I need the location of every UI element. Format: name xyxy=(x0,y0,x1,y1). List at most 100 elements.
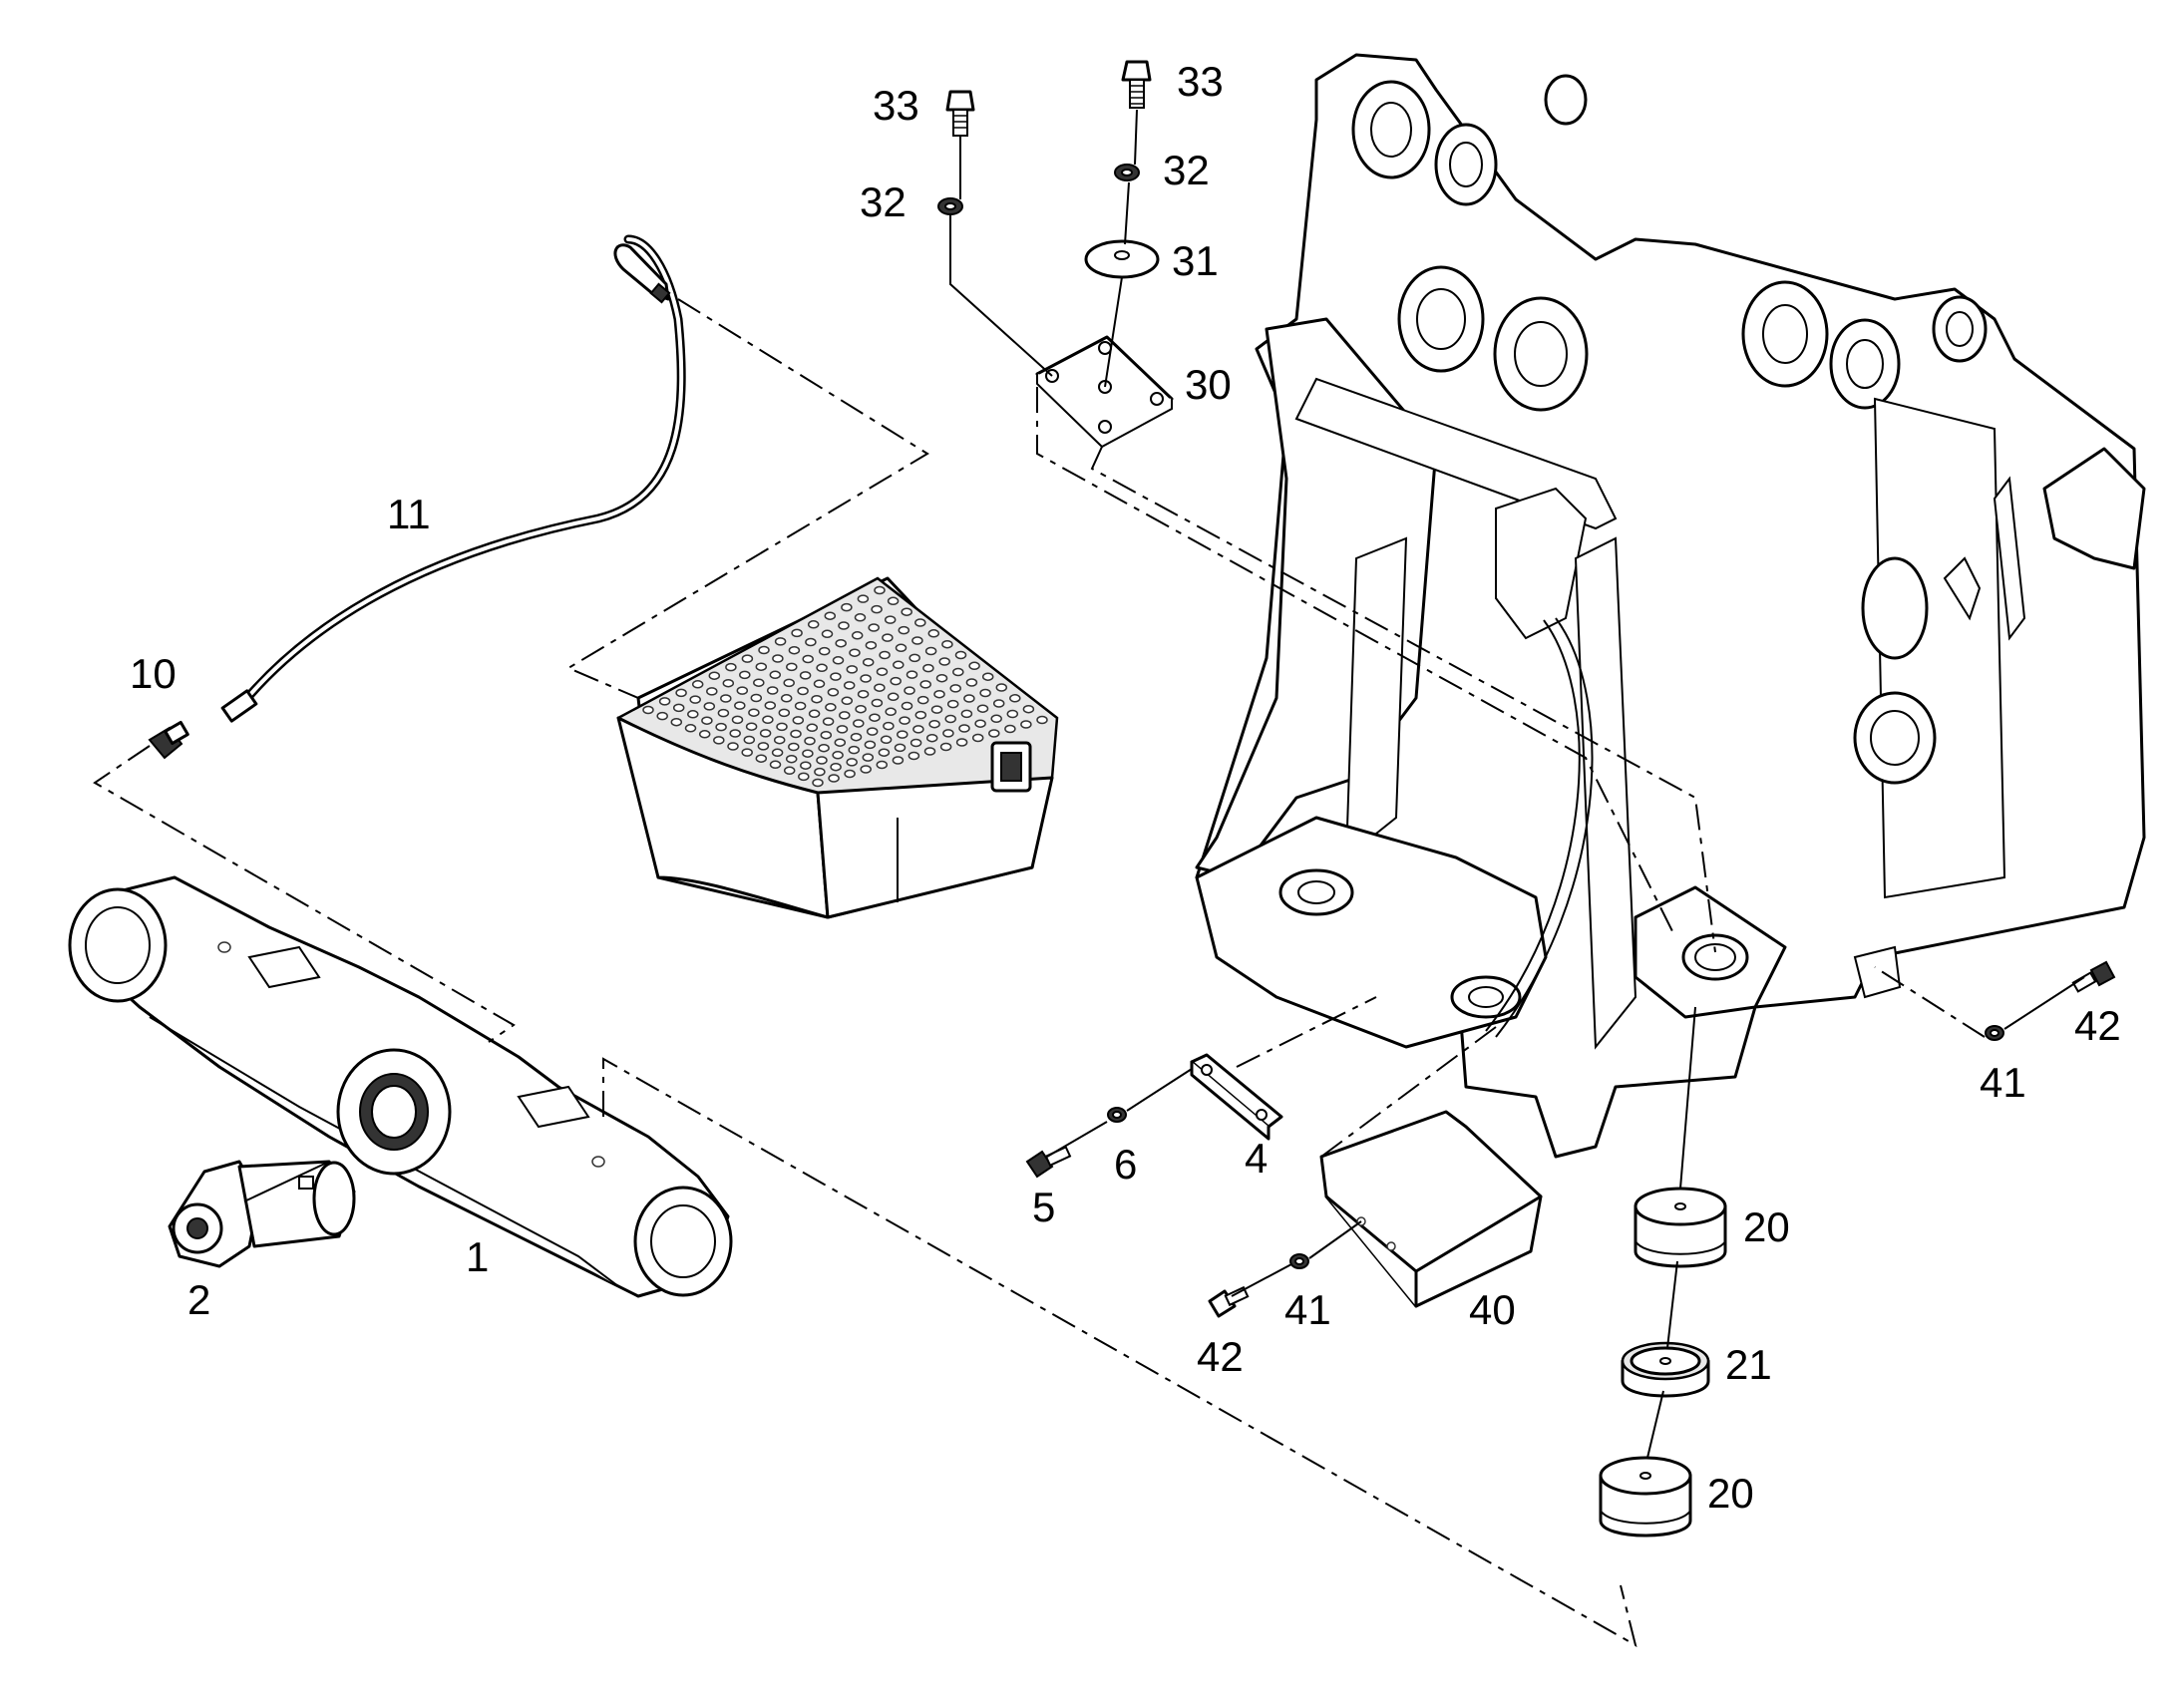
callout-31: 31 xyxy=(1172,237,1219,284)
tread-dot xyxy=(822,717,835,726)
tread-dot xyxy=(816,756,828,765)
tread-dot xyxy=(938,657,950,666)
tread-dot xyxy=(753,678,765,687)
tread-dot xyxy=(981,672,994,681)
tread-dot xyxy=(880,735,893,745)
tread-dot xyxy=(780,694,793,703)
tread-dot xyxy=(916,695,929,705)
tread-dot xyxy=(866,727,879,736)
tread-dot xyxy=(862,753,875,762)
tread-dot xyxy=(923,747,936,756)
tread-dot xyxy=(755,662,768,671)
tread-dot xyxy=(808,709,821,719)
tread-dot xyxy=(734,701,746,710)
tread-dot xyxy=(794,701,807,711)
tread-dot xyxy=(954,650,967,660)
tread-dot xyxy=(818,743,830,753)
tread-dot xyxy=(656,711,668,721)
tread-dot xyxy=(806,723,819,733)
tread-dot xyxy=(885,707,897,717)
tread-dot xyxy=(762,715,774,725)
tread-dot xyxy=(811,694,823,704)
bolt-42-right xyxy=(2071,960,2116,993)
tread-dot xyxy=(841,696,854,706)
bolt-33-right xyxy=(1121,60,1152,109)
tread-dot xyxy=(743,735,756,745)
tread-dot xyxy=(834,738,847,747)
tread-dot xyxy=(739,670,751,680)
tread-dot xyxy=(928,719,940,729)
tread-dot xyxy=(783,678,795,688)
callout-5: 5 xyxy=(1032,1184,1055,1230)
tread-dot xyxy=(860,765,872,774)
tread-dot xyxy=(846,758,858,767)
main-frame xyxy=(1195,53,2146,1159)
tread-dot xyxy=(708,671,721,680)
tread-dot xyxy=(955,738,968,747)
tread-dot xyxy=(843,681,856,690)
tread-dot xyxy=(1020,720,1032,729)
tread-dot xyxy=(958,724,970,733)
tread-dot xyxy=(758,645,770,655)
tread-dot xyxy=(675,688,687,698)
tread-dot xyxy=(715,722,727,732)
tread-dot xyxy=(935,673,948,683)
rubber-mount-20-bottom xyxy=(1599,1456,1692,1537)
tread-dot xyxy=(818,646,831,656)
tread-dot xyxy=(830,672,842,681)
tread-dot xyxy=(908,751,920,761)
tread-dot xyxy=(874,683,886,692)
tread-dot xyxy=(976,704,989,713)
tread-dot xyxy=(909,738,922,748)
tread-dot xyxy=(974,719,986,728)
lock-washer-32-right xyxy=(1114,164,1140,181)
tread-dot xyxy=(933,689,945,699)
tread-dot xyxy=(764,701,777,710)
tread-dot xyxy=(832,656,845,665)
tread-dot xyxy=(797,686,809,696)
washer-31 xyxy=(1084,239,1160,279)
tread-dot xyxy=(759,729,772,738)
tread-dot xyxy=(778,708,791,718)
tread-dot xyxy=(939,742,952,752)
tread-dot xyxy=(766,686,779,695)
tread-dot xyxy=(862,657,875,667)
callout-2: 2 xyxy=(187,1276,210,1323)
callout-33-left: 33 xyxy=(873,82,919,129)
tread-dot xyxy=(868,623,880,632)
frame-bosses xyxy=(1351,74,1988,412)
callout-6: 6 xyxy=(1114,1141,1137,1188)
rubber-mount-20-top xyxy=(1634,1187,1727,1268)
tread-dot xyxy=(990,714,1002,724)
tread-dot xyxy=(864,740,877,750)
tread-dot xyxy=(879,650,891,660)
tread-dot xyxy=(755,754,768,763)
tread-dot xyxy=(830,762,842,772)
callout-32-right: 32 xyxy=(1163,147,1210,193)
tread-dot xyxy=(703,702,716,711)
tread-dot xyxy=(729,729,741,738)
tread-dot xyxy=(979,688,991,698)
tread-dot xyxy=(894,743,907,753)
tread-dot xyxy=(776,722,788,732)
tread-dot xyxy=(672,703,685,713)
tread-dot xyxy=(887,692,900,702)
tread-dot xyxy=(901,607,912,616)
tread-dot xyxy=(857,594,870,603)
tread-dot xyxy=(857,689,870,699)
tread-dot xyxy=(684,724,697,733)
tread-dot xyxy=(798,772,810,782)
tread-dot xyxy=(884,615,897,624)
callout-42-right: 42 xyxy=(2074,1002,2121,1049)
callout-42-left: 42 xyxy=(1197,1333,1244,1380)
tread-dot xyxy=(816,663,828,673)
spacer-21 xyxy=(1621,1341,1710,1398)
tread-dot xyxy=(788,742,800,752)
tread-dot xyxy=(871,698,884,708)
bolt-42-left xyxy=(1208,1285,1250,1318)
tread-dot xyxy=(788,645,801,655)
tread-dot xyxy=(769,670,782,680)
tread-dot xyxy=(911,636,923,645)
tread-dot xyxy=(874,585,886,595)
